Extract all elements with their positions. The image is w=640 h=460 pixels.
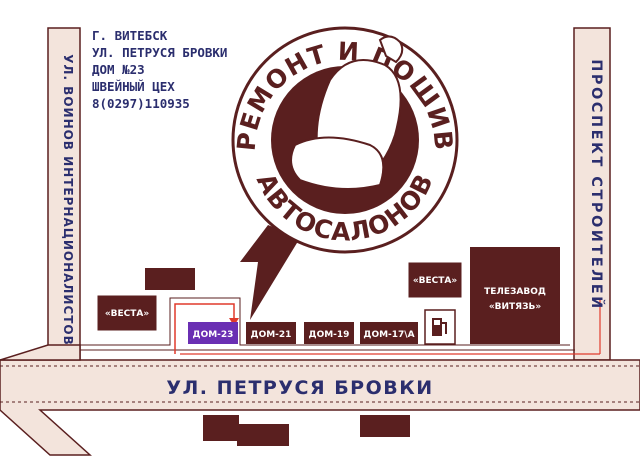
svg-text:ДОМ-19: ДОМ-19 (309, 330, 350, 340)
road-bottom (0, 359, 640, 456)
road-left (47, 27, 81, 361)
svg-text:УЛ. ВОИНОВ ИНТЕРНАЦИОНАЛИСТОВ: УЛ. ВОИНОВ ИНТЕРНАЦИОНАЛИСТОВ (61, 54, 75, 346)
address-street: УЛ. ПЕТРУСЯ БРОВКИ (92, 45, 227, 60)
svg-text:«ВЕСТА»: «ВЕСТА» (413, 276, 458, 286)
street-labels: УЛ. ВОИНОВ ИНТЕРНАЦИОНАЛИСТОВ ПРОСПЕКТ С… (61, 54, 605, 399)
building-dom19: ДОМ-19 (304, 322, 354, 344)
svg-text:«ВЕСТА»: «ВЕСТА» (105, 309, 150, 319)
building-block-bottom-1 (203, 415, 239, 441)
street-left-label: УЛ. ВОИНОВ ИНТЕРНАЦИОНАЛИСТОВ (61, 54, 75, 346)
building-dom17a: ДОМ-17\А (360, 322, 418, 344)
building-vesta-left: «ВЕСТА» (96, 294, 158, 332)
logo-pointer (240, 225, 300, 320)
building-block-bottom-3 (360, 415, 410, 437)
svg-text:ДОМ-23: ДОМ-23 (193, 330, 234, 340)
svg-text:ДОМ-17\А: ДОМ-17\А (363, 330, 414, 340)
route-line (174, 303, 235, 354)
svg-text:«ВИТЯЗЬ»: «ВИТЯЗЬ» (489, 302, 542, 312)
car-seat-icon (290, 35, 404, 190)
buildings: «ВЕСТА» ДОМ-23 ДОМ-21 ДОМ-19 ДОМ-17\А «В… (96, 247, 560, 446)
road-branch (0, 344, 81, 361)
building-block-bottom-2 (237, 424, 289, 446)
building-dom23: ДОМ-23 (188, 322, 238, 344)
building-block-top-left (145, 268, 195, 290)
building-telezavod: ТЕЛЕЗАВОД «ВИТЯЗЬ» (470, 247, 560, 344)
address-block: Г. ВИТЕБСК УЛ. ПЕТРУСЯ БРОВКИ ДОМ №23 ШВ… (92, 28, 227, 111)
address-phone: 8(0297)110935 (92, 96, 190, 111)
building-dom21: ДОМ-21 (246, 322, 296, 344)
road-right (573, 27, 611, 361)
street-right-label: ПРОСПЕКТ СТРОИТЕЛЕЙ (588, 59, 605, 311)
roads (0, 27, 640, 456)
gas-station (424, 309, 456, 345)
logo: РЕМОНТ И ПОШИВ АВТОСАЛОНОВ (231, 26, 459, 320)
street-bottom-label: УЛ. ПЕТРУСЯ БРОВКИ (166, 377, 433, 399)
address-house: ДОМ №23 (92, 62, 145, 77)
building-vesta-right: «ВЕСТА» (407, 261, 463, 299)
svg-text:ПРОСПЕКТ СТРОИТЕЛЕЙ: ПРОСПЕКТ СТРОИТЕЛЕЙ (588, 59, 605, 311)
svg-text:ДОМ-21: ДОМ-21 (251, 330, 292, 340)
address-city: Г. ВИТЕБСК (92, 28, 168, 43)
driveway (80, 297, 570, 346)
svg-text:ТЕЛЕЗАВОД: ТЕЛЕЗАВОД (484, 287, 546, 297)
gas-station-icon (432, 318, 447, 336)
address-workshop: ШВЕЙНЫЙ ЦЕХ (92, 79, 175, 94)
